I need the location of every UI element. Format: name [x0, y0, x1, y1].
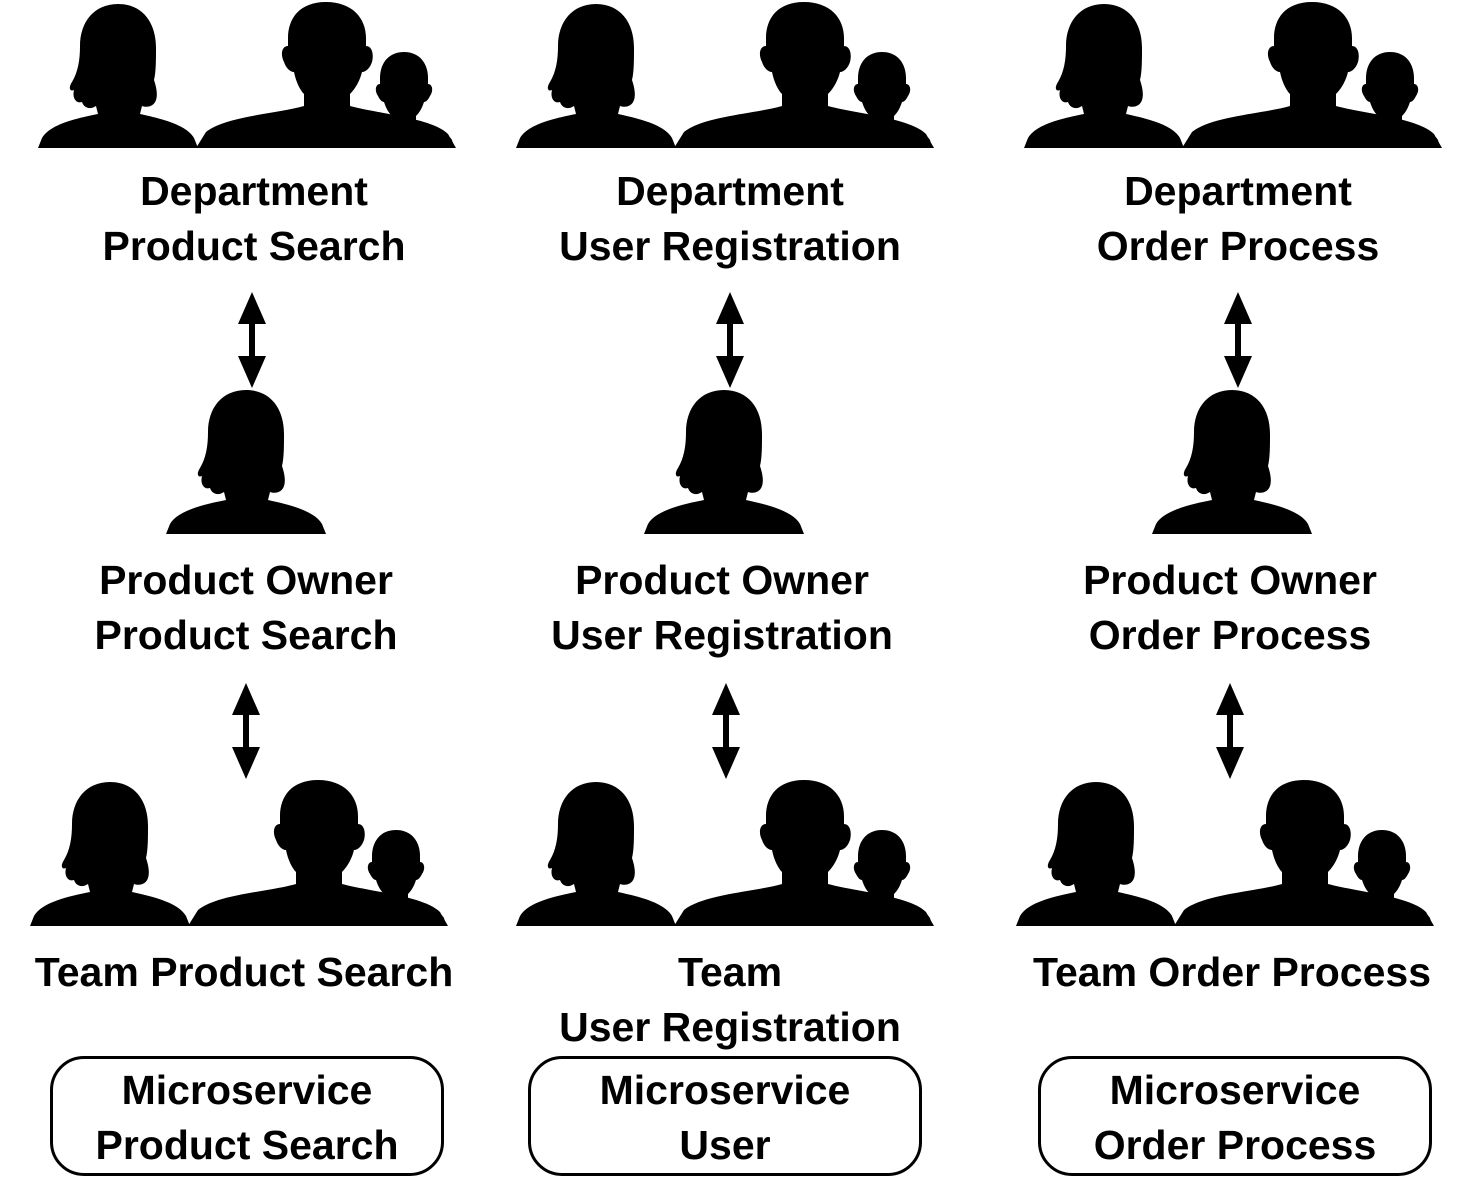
team-label: Team Order Process — [1032, 949, 1432, 995]
people-group-icon — [516, 2, 932, 148]
people-group-icon — [38, 2, 454, 148]
product-owner-label: Product Owner Order Process — [1083, 557, 1377, 658]
double-arrow-icon — [706, 683, 746, 779]
woman-silhouette-icon — [1016, 780, 1176, 926]
microservice-box: Microservice Product Search — [50, 1056, 444, 1176]
woman-silhouette-icon — [516, 2, 676, 148]
double-arrow-icon — [226, 683, 266, 779]
department-label: Department Order Process — [1096, 168, 1380, 269]
people-group-icon — [1024, 2, 1440, 148]
child-silhouette-icon — [354, 52, 454, 148]
people-group-icon — [516, 780, 932, 926]
department-label: Department Product Search — [102, 168, 406, 269]
team-label: Team Product Search — [34, 949, 454, 995]
microservice-box: Microservice User — [528, 1056, 922, 1176]
column-order-process: Department Order Process Product Owner O… — [980, 0, 1466, 1186]
product-owner-label: Product Owner User Registration — [551, 557, 893, 658]
woman-silhouette-icon — [30, 780, 190, 926]
child-silhouette-icon — [832, 52, 932, 148]
person-icon — [644, 388, 804, 534]
woman-silhouette-icon — [516, 780, 676, 926]
woman-silhouette-icon — [38, 2, 198, 148]
people-group-icon — [1016, 780, 1432, 926]
double-arrow-icon — [232, 292, 272, 388]
child-silhouette-icon — [832, 830, 932, 926]
product-owner-label: Product Owner Product Search — [94, 557, 398, 658]
double-arrow-icon — [1210, 683, 1250, 779]
child-silhouette-icon — [346, 830, 446, 926]
person-icon — [166, 388, 326, 534]
people-group-icon — [30, 780, 446, 926]
child-silhouette-icon — [1340, 52, 1440, 148]
team-label: Team User Registration — [559, 949, 901, 1050]
woman-silhouette-icon — [1024, 2, 1184, 148]
double-arrow-icon — [710, 292, 750, 388]
child-silhouette-icon — [1332, 830, 1432, 926]
department-label: Department User Registration — [559, 168, 901, 269]
person-icon — [1152, 388, 1312, 534]
column-user-registration: Department User Registration Product Own… — [480, 0, 980, 1186]
double-arrow-icon — [1218, 292, 1258, 388]
column-product-search: Department Product Search Product Owner … — [0, 0, 500, 1186]
microservice-box: Microservice Order Process — [1038, 1056, 1432, 1176]
